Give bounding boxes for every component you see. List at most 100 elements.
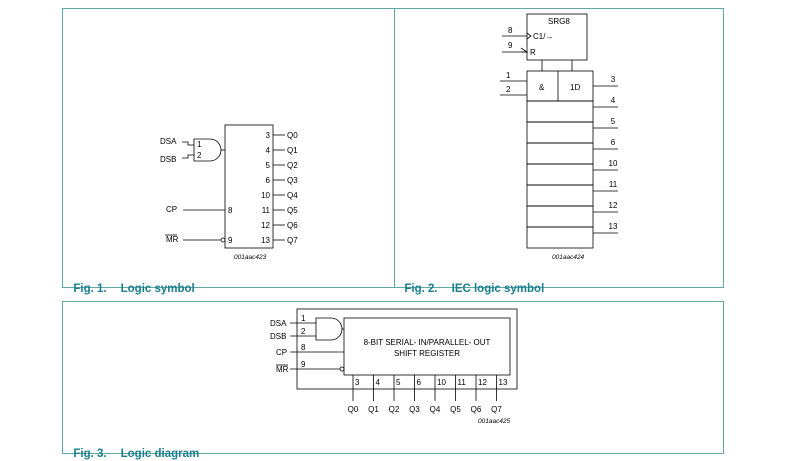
fig2-code: 001aac424 [552,254,585,261]
fig2-and-label: & [539,83,545,92]
fig3-output-pin-5: 11 [458,378,467,387]
fig2-cell-5 [526,184,594,207]
fig3-and-gate [315,317,343,341]
fig3-output-label-2: Q2 [389,405,400,414]
fig1-gate-pin-2: 2 [197,151,202,160]
fig1-output-label-1: Q1 [287,146,298,155]
fig1-and-gate [193,138,222,162]
fig3-output-pin-4: 10 [437,378,446,387]
fig3-pin-cp: 8 [301,343,306,352]
fig3-output-pin-2: 5 [396,378,401,387]
fig2-outputs: 3 4 5 6 10 11 12 13 [593,75,618,234]
fig3-output-pin-0: 3 [355,378,360,387]
fig1-output-pin-0: 3 [266,131,271,140]
fig2-output-pin-6: 12 [609,201,618,210]
fig1-register-box [224,124,274,249]
fig1-label-cp: CP [166,205,177,214]
fig2-cell-6 [526,205,594,228]
fig3-register-line1: 8-BIT SERIAL- IN/PARALLEL- OUT [364,338,491,347]
figure-3-title: Logic diagram [120,448,200,460]
fig3-output-pin-1: 4 [376,378,381,387]
fig1-output-pin-2: 5 [266,161,271,170]
fig3-register-box [343,317,511,376]
figure-2-number: Fig. 2. [404,283,438,295]
fig1-output-pin-5: 11 [262,206,271,215]
fig2-output-pin-2: 5 [611,117,616,126]
fig3-output-pin-3: 6 [417,378,422,387]
fig3-code: 001aac425 [478,418,511,425]
fig3-label-mr: MR [276,365,289,374]
fig1-code: 001aac423 [234,254,267,261]
fig2-cells [526,100,594,249]
fig1-output-label-0: Q0 [287,131,298,140]
fig1-label-dsb: DSB [160,155,176,164]
fig3-output-label-1: Q1 [368,405,379,414]
fig1-output-label-2: Q2 [287,161,298,170]
fig1-output-label-3: Q3 [287,176,298,185]
fig3-label-dsb: DSB [270,332,286,341]
fig1-output-label-4: Q4 [287,191,298,200]
fig2-d-label: 1D [570,83,580,92]
fig1-pin-cp: 8 [228,206,233,215]
fig2-output-pin-3: 6 [611,138,616,147]
fig3-output-label-4: Q4 [430,405,441,414]
fig2-cell-1 [526,100,594,123]
fig2-output-pin-1: 4 [611,96,616,105]
fig3-pin-dsa: 1 [301,314,306,323]
fig2-cell-2 [526,121,594,144]
fig3-output-label-6: Q6 [471,405,482,414]
fig1-output-pin-3: 6 [266,176,271,185]
figure-3-number: Fig. 3. [73,448,107,460]
fig2-control-block [526,13,588,61]
fig3-register-line2: SHIFT REGISTER [394,349,460,358]
fig2-clock-label: C1/→ [533,32,553,41]
figure-1-number: Fig. 1. [73,283,107,295]
fig3-output-label-0: Q0 [348,405,359,414]
fig3-output-label-3: Q3 [409,405,420,414]
fig3-output-pin-7: 13 [499,378,508,387]
fig3-pin-mr: 9 [301,360,306,369]
fig1-output-pin-7: 13 [261,236,270,245]
figure-3-caption: Fig. 3. Logic diagram [67,436,199,460]
fig3-pin-dsb: 2 [301,327,306,336]
fig2-cell-7 [526,226,594,249]
fig2-clock-pin: 8 [508,26,513,35]
fig1-output-pin-4: 10 [261,191,270,200]
fig1-output-label-5: Q5 [287,206,298,215]
fig1-output-pin-1: 4 [266,146,271,155]
fig3-output-label-7: Q7 [491,405,502,414]
fig2-output-pin-5: 11 [609,180,618,189]
fig3-output-label-5: Q5 [450,405,461,414]
figure-1-caption: Fig. 1. Logic symbol [67,271,195,295]
figure-1-title: Logic symbol [120,283,195,295]
fig3-mr-inversion-bubble [339,366,345,372]
fig2-cell-4 [526,163,594,186]
figure-2-frame [394,8,724,288]
fig3-label-cp: CP [276,348,287,357]
fig2-reset-label: R [530,48,536,57]
fig2-output-pin-4: 10 [609,159,618,168]
fig1-label-dsa: DSA [160,137,177,146]
fig1-output-label-6: Q6 [287,221,298,230]
fig3-outer-box [296,308,518,390]
fig2-reset-pin: 9 [508,41,513,50]
fig2-first-cell [526,70,594,102]
fig1-output-pin-6: 12 [261,221,270,230]
figure-2-caption: Fig. 2. IEC logic symbol [398,271,544,295]
fig2-in-pin-1: 1 [506,71,511,80]
fig1-label-mr: MR [166,235,179,244]
fig1-gate-pin-1: 1 [197,140,202,149]
figure-2-title: IEC logic symbol [451,283,545,295]
fig2-clock-triangle [526,32,532,40]
fig2-output-pin-0: 3 [611,75,616,84]
fig3-logic-diagram: DSA DSB CP MR 1 2 8 9 8-BIT SERIAL- IN/P… [270,308,518,425]
fig2-output-pin-7: 13 [609,222,618,231]
fig3-output-pin-6: 12 [478,378,487,387]
fig1-dsa-wire [182,141,194,146]
fig2-in-pin-2: 2 [506,85,511,94]
